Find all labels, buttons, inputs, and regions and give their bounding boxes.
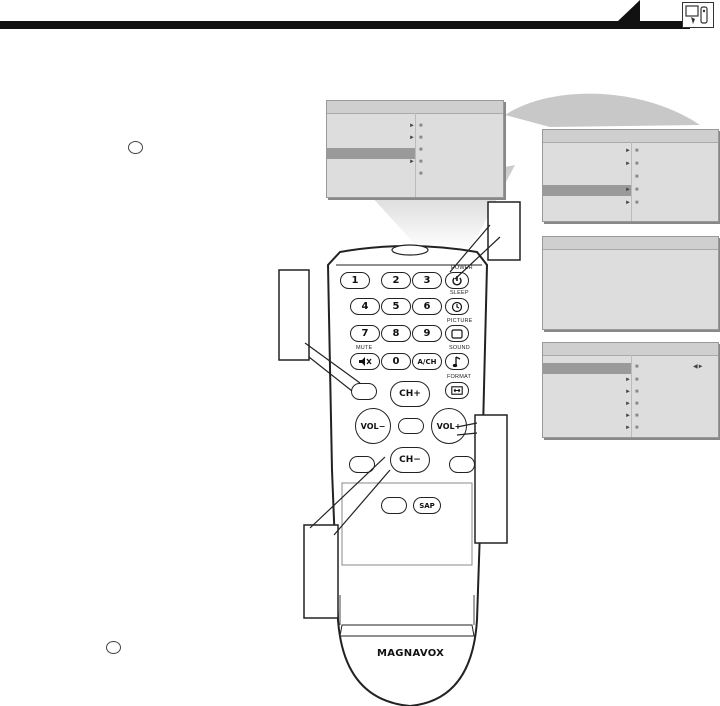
mute-icon <box>359 357 372 366</box>
header-bar <box>0 21 690 29</box>
brand-logo: MAGNAVOX <box>377 648 445 659</box>
menu-row-selected <box>543 363 631 374</box>
key-8[interactable]: 8 <box>381 325 411 342</box>
status-button[interactable] <box>349 456 375 473</box>
ch-down-button[interactable]: CH− <box>390 447 430 473</box>
header-tab <box>618 0 640 21</box>
key-1[interactable]: 1 <box>340 272 370 289</box>
key-7[interactable]: 7 <box>350 325 380 342</box>
menu-panel-sub-2: ■ ◀► ► ► ► ► ► ■ ■ ■ ■ ■ <box>542 342 719 438</box>
tv-remote-icon <box>682 2 714 28</box>
blank-button[interactable] <box>381 497 407 514</box>
sleep-button[interactable] <box>445 298 469 315</box>
center-button[interactable] <box>398 418 424 434</box>
format-icon <box>451 386 463 395</box>
step-bullet <box>128 141 143 154</box>
key-6[interactable]: 6 <box>412 298 442 315</box>
sleep-label: SLEEP <box>450 290 469 296</box>
key-4[interactable]: 4 <box>350 298 380 315</box>
sound-button[interactable] <box>445 353 469 370</box>
menu-panel-main: ► ► ► ■ ■ ■ ■ ■ <box>326 100 504 198</box>
format-label: FORMAT <box>447 374 472 380</box>
picture-label: PICTURE <box>447 318 473 324</box>
key-3[interactable]: 3 <box>412 272 442 289</box>
key-2[interactable]: 2 <box>381 272 411 289</box>
step-bullet <box>106 641 121 654</box>
power-button[interactable] <box>445 272 469 289</box>
vol-down-button[interactable]: VOL− <box>355 408 391 444</box>
picture-button[interactable] <box>445 325 469 342</box>
format-button[interactable] <box>445 382 469 399</box>
ch-up-button[interactable]: CH+ <box>390 381 430 407</box>
picture-icon <box>451 328 463 339</box>
key-0[interactable]: 0 <box>381 353 411 370</box>
callout-lines <box>278 201 521 619</box>
mute-button[interactable] <box>350 353 380 370</box>
power-label: POWER <box>451 265 473 271</box>
menu-row-selected <box>543 185 631 196</box>
menu-row-selected <box>327 148 415 159</box>
menu-panel-sub-1: ► ► ► ► ■ ■ ■ ■ ■ <box>542 129 719 222</box>
key-9[interactable]: 9 <box>412 325 442 342</box>
sleep-icon <box>451 301 463 312</box>
sap-button[interactable]: SAP <box>413 497 441 514</box>
menu-panel-info <box>542 236 719 330</box>
note-icon <box>452 355 461 367</box>
menu-button[interactable] <box>351 383 377 400</box>
key-5[interactable]: 5 <box>381 298 411 315</box>
ach-button[interactable]: A/CH <box>412 353 442 370</box>
sound-label: SOUND <box>449 345 470 351</box>
mute-label: MUTE <box>356 345 373 351</box>
